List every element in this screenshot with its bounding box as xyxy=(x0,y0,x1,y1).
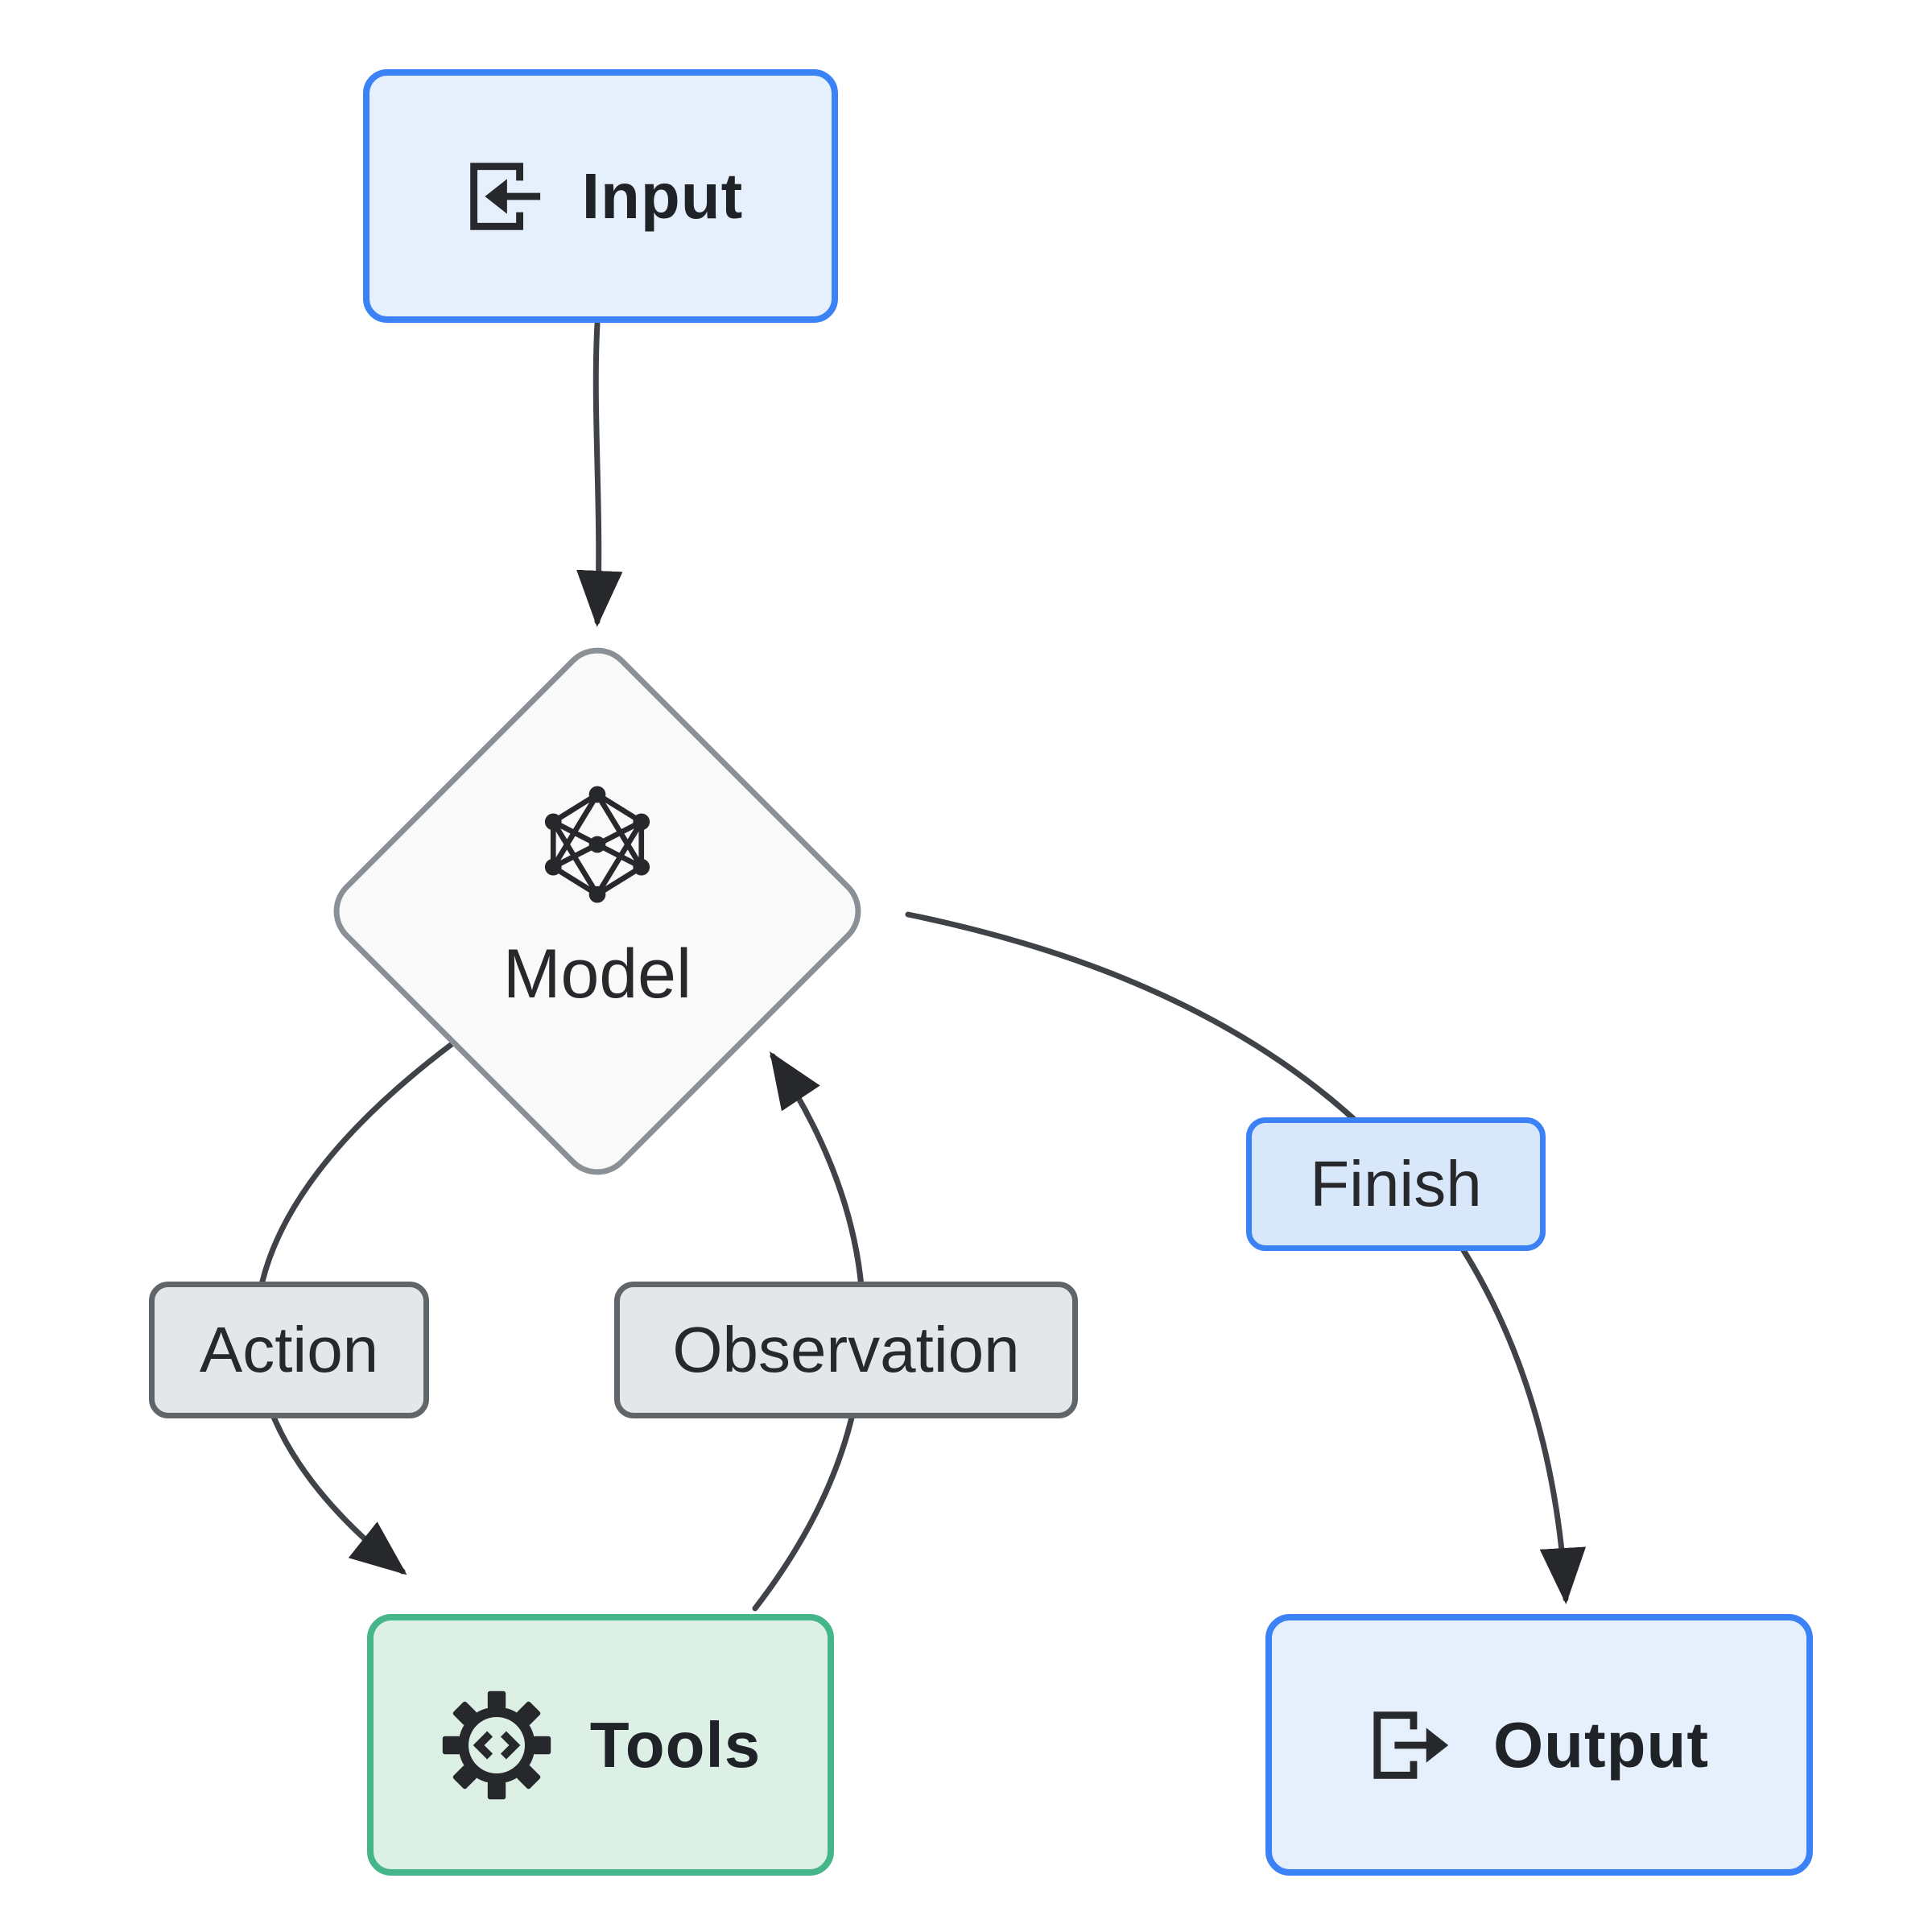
input-import-icon xyxy=(469,162,540,230)
output-export-icon xyxy=(1373,1711,1449,1779)
neural-network-icon xyxy=(544,786,650,903)
node-input: Input xyxy=(363,69,838,323)
observation-label-text: Observation xyxy=(672,1314,1020,1385)
input-node-label: Input xyxy=(581,159,744,232)
action-label-text: Action xyxy=(199,1314,379,1385)
finish-label-text: Finish xyxy=(1310,1148,1482,1220)
edge-label-observation: Observation xyxy=(614,1282,1078,1418)
edge-label-finish: Finish xyxy=(1246,1117,1546,1251)
tools-gear-icon xyxy=(442,1690,551,1799)
node-model-content: Model xyxy=(396,785,799,1014)
edge-model-to-output-finish xyxy=(905,911,1586,1604)
node-output: Output xyxy=(1265,1614,1813,1876)
model-node-label: Model xyxy=(502,935,692,1013)
node-tools: Tools xyxy=(367,1614,834,1876)
tools-node-label: Tools xyxy=(589,1708,762,1781)
output-node-label: Output xyxy=(1492,1708,1710,1781)
edge-label-action: Action xyxy=(149,1282,429,1418)
edge-input-to-model xyxy=(576,320,623,627)
